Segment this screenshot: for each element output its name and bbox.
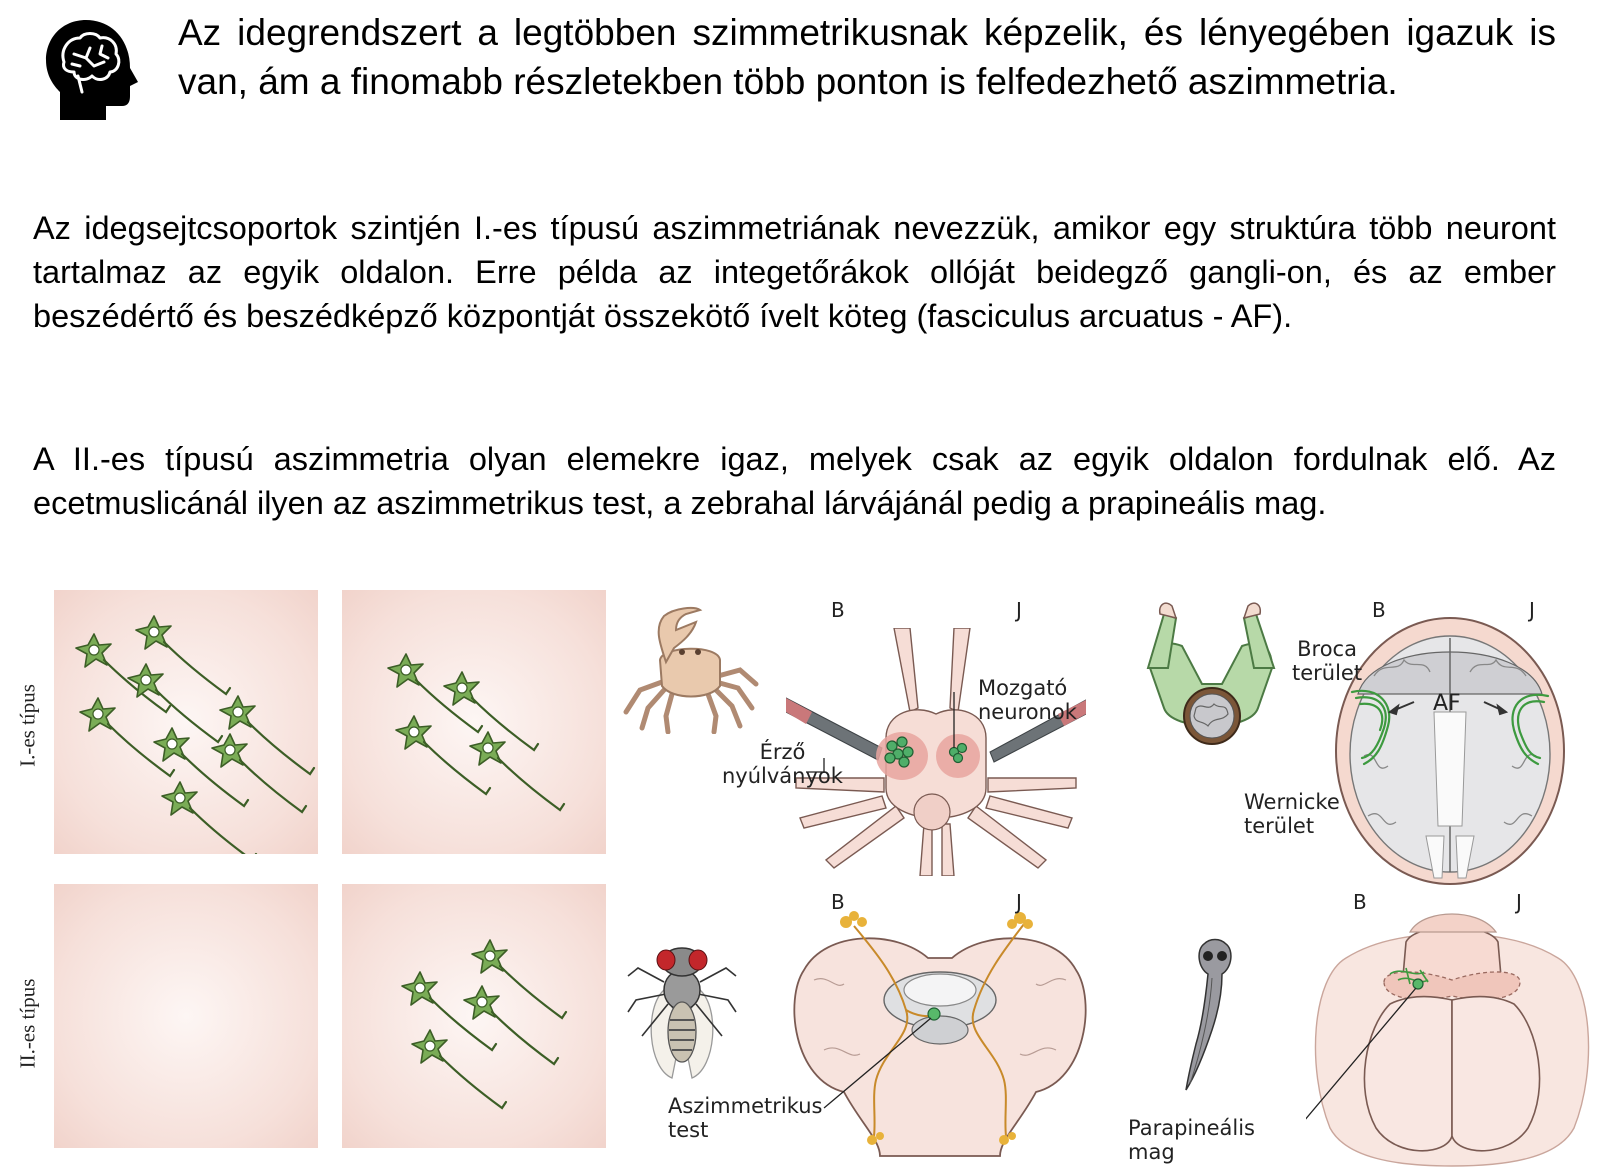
af-label: AF <box>1433 691 1461 716</box>
asymmetric-body-label: Aszimmetrikus test <box>668 1094 823 1142</box>
neuron-icon <box>468 730 566 812</box>
panel-type2-right <box>342 884 606 1148</box>
broca-area-label: Broca terület <box>1292 637 1363 685</box>
neuron-icon <box>74 632 172 714</box>
crab-ganglion-illustration <box>786 628 1086 876</box>
neuron-icon <box>410 1028 508 1110</box>
brain-head-icon <box>46 20 138 120</box>
neuron-icon <box>126 662 224 744</box>
fly-right-side-label: J <box>1016 890 1022 914</box>
paragraph-type1: Az idegsejtcsoportok szintjén I.-es típu… <box>33 210 1556 334</box>
panel-type1-right <box>342 590 606 854</box>
fly-left-side-label: B <box>831 890 845 914</box>
fish-right-side-label: J <box>1516 890 1522 914</box>
neuron-icon <box>160 780 258 854</box>
wernicke-area-label: Wernicke terület <box>1244 790 1340 838</box>
human-right-side-label: J <box>1529 598 1535 622</box>
crab-left-side-label: B <box>831 598 845 622</box>
neuron-icon <box>78 696 176 778</box>
intro-text: Az idegrendszert a legtöbben szimmetriku… <box>178 12 1556 102</box>
fish-left-side-label: B <box>1353 890 1367 914</box>
crab-right-side-label: J <box>1016 598 1022 622</box>
paragraph-type2: A II.-es típusú aszimmetria olyan elemek… <box>33 441 1556 521</box>
row-label-type2: II.-es típus <box>15 978 40 1069</box>
fly-brain-illustration <box>793 911 1087 1157</box>
motor-neurons-label: Mozgató neuronok <box>978 676 1077 724</box>
fiddler-crab-illustration <box>623 607 759 734</box>
neuron-icon <box>210 732 308 814</box>
zebrafish-larva-illustration <box>1185 938 1232 1091</box>
neuron-icon <box>462 984 560 1066</box>
human-top-view-illustration <box>1146 602 1276 745</box>
human-left-side-label: B <box>1372 598 1386 622</box>
fruit-fly-illustration <box>627 947 737 1079</box>
sensory-processes-label: Érző nyúlványok <box>722 740 843 788</box>
neuron-icon <box>218 694 316 776</box>
panel-type2-left <box>54 884 318 1148</box>
human-brain-section-illustration <box>1335 617 1565 885</box>
neuron-icon <box>394 714 492 796</box>
zebrafish-brain-illustration <box>1306 913 1590 1167</box>
panel-type1-left <box>54 590 318 854</box>
parapineal-nucleus-label: Parapineális mag <box>1128 1116 1255 1164</box>
row-label-type1: I.-es típus <box>15 684 40 767</box>
